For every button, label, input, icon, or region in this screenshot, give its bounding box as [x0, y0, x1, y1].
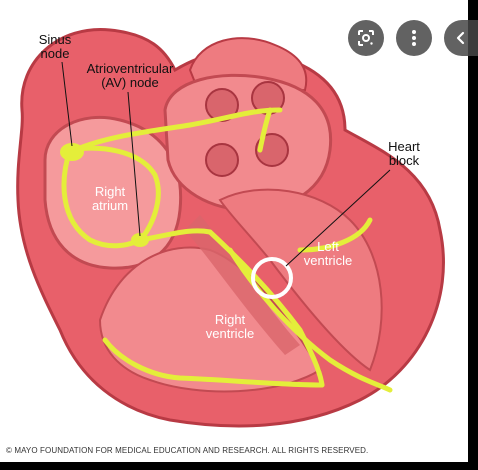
heart-block-marker [251, 257, 293, 299]
more-vertical-icon [411, 29, 417, 47]
chevron-left-icon [456, 31, 466, 45]
lens-button[interactable] [348, 20, 384, 56]
lens-icon [357, 29, 375, 47]
left-ventricle-chamber [218, 188, 383, 372]
more-options-button[interactable] [396, 20, 432, 56]
conduction-system [61, 107, 393, 393]
av-node-blob [131, 233, 149, 247]
pointer-lines [61, 61, 391, 267]
septum [185, 215, 300, 355]
label-av-node: Atrioventricular(AV) node [86, 61, 174, 90]
copyright-notice: © MAYO FOUNDATION FOR MEDICAL EDUCATION … [6, 446, 369, 455]
heart-diagram [16, 28, 445, 428]
sinus-node-blob [60, 143, 84, 161]
left-atrium-chamber [163, 73, 333, 212]
back-button[interactable] [444, 20, 478, 56]
valve-3 [205, 143, 239, 177]
